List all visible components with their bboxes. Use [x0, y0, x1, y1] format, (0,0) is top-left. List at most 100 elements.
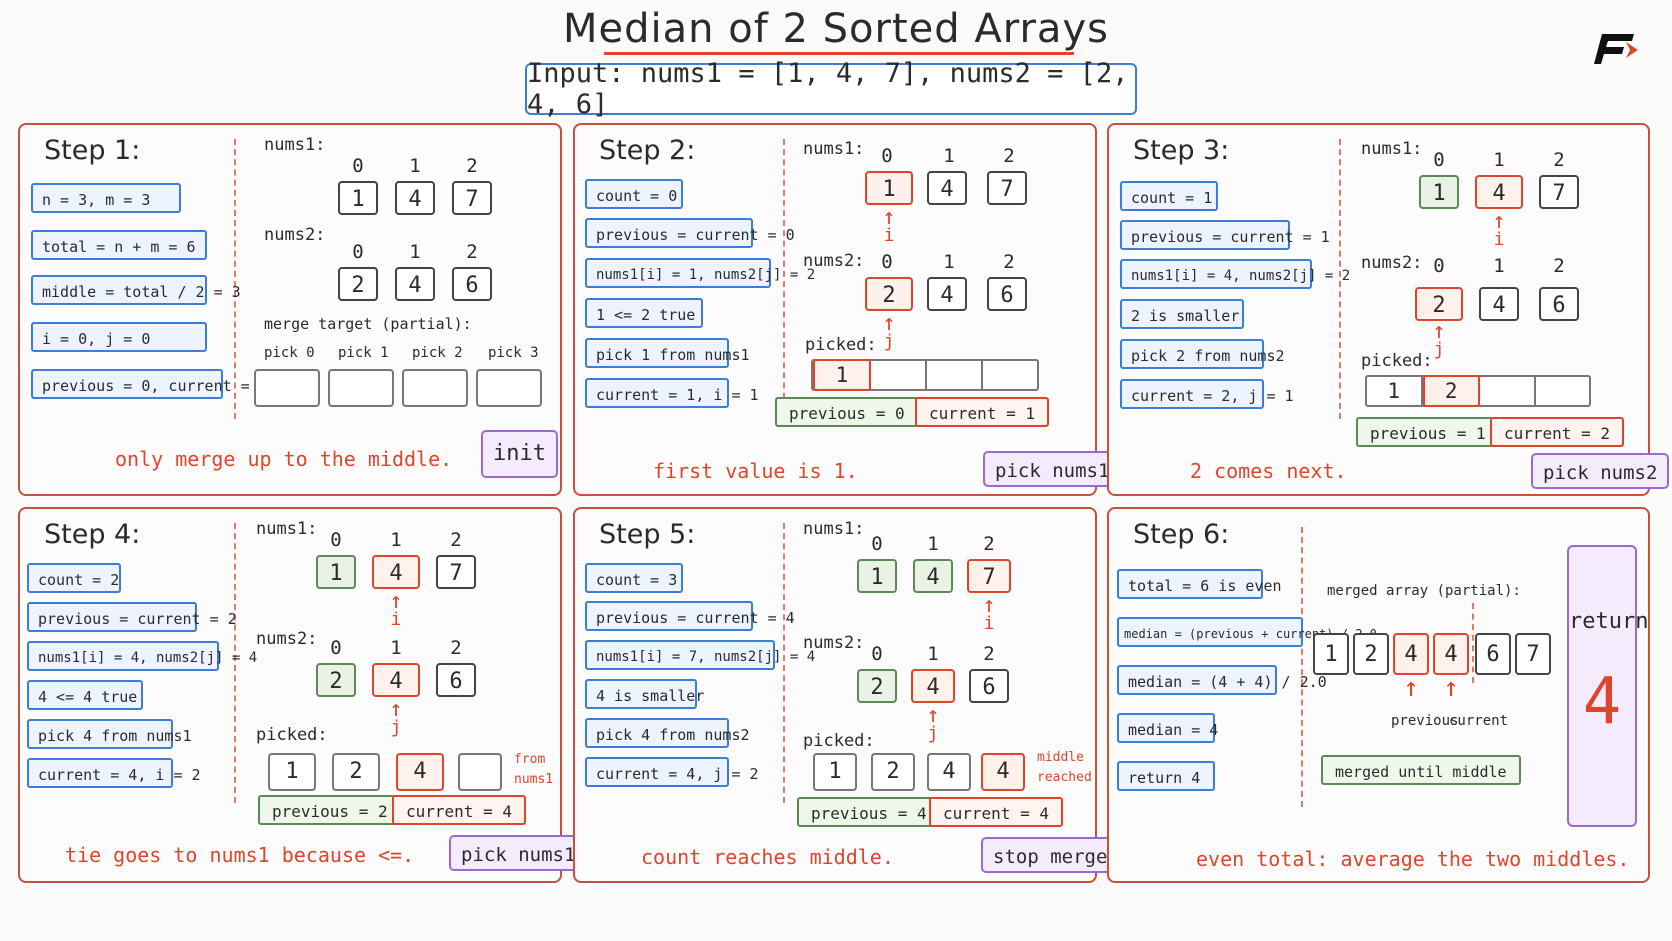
index-label: 2: [983, 643, 995, 665]
index-label: 0: [1433, 149, 1445, 171]
merge-target-label: merge target (partial):: [264, 315, 472, 333]
picked-cell: [927, 361, 983, 389]
picked-cell: [983, 361, 1037, 389]
up-arrow-icon: ↑: [389, 589, 403, 614]
return-label: return: [1569, 609, 1649, 634]
up-arrow-icon: ↑: [882, 311, 896, 336]
nums2-cell: 2: [857, 669, 897, 703]
step6-title: Step 6:: [1133, 519, 1230, 550]
step4-divider: [234, 523, 236, 803]
input-box: Input: nums1 = [1, 4, 7], nums2 = [2, 4,…: [525, 58, 1137, 120]
return-value: 4: [1582, 665, 1622, 739]
step4-title: Step 4:: [44, 519, 141, 550]
side-note: reached: [1037, 770, 1092, 785]
nums2-cell: 6: [436, 663, 476, 697]
merged-array-label: merged array (partial):: [1327, 583, 1521, 599]
index-label: 2: [450, 529, 462, 551]
pointer-j-label: j: [1433, 339, 1445, 360]
step1-chip: n = 3, m = 3: [31, 183, 181, 213]
pointer-j-label: j: [927, 723, 939, 744]
picked-label: picked:: [803, 731, 875, 751]
picked-cell: [871, 361, 927, 389]
merge-slot: [402, 369, 468, 407]
up-arrow-icon: ↑: [926, 703, 940, 728]
picked-cell: [1536, 377, 1590, 405]
step4-chip: pick 4 from nums1: [27, 719, 192, 749]
step4-chip: previous = current = 2: [27, 602, 237, 632]
index-label: 1: [390, 637, 402, 659]
step2-action-tag: pick nums1: [983, 451, 1122, 487]
picked-label: picked:: [805, 335, 877, 355]
step1-divider: [234, 139, 236, 419]
page-title: Median of 2 Sorted Arrays: [563, 6, 1109, 52]
step5-action-tag: stop merge: [981, 837, 1120, 873]
current-tag: current = 4: [929, 797, 1063, 827]
nums2-label: nums2:: [803, 251, 865, 271]
index-label: 0: [330, 529, 342, 551]
up-arrow-icon: ↑: [1443, 673, 1459, 703]
index-label: 2: [1003, 251, 1015, 273]
picked-cell: 2: [332, 753, 380, 791]
nums2-cell: 4: [911, 669, 955, 703]
step3-chip: nums1[i] = 4, nums2[j] = 2: [1120, 259, 1350, 289]
index-label: 0: [330, 637, 342, 659]
step2-divider: [783, 139, 785, 419]
picked-cell: 1: [813, 359, 871, 391]
picked-cell: [1480, 377, 1536, 405]
pointer-i-label: i: [1493, 229, 1505, 250]
step2-chip: previous = current = 0: [585, 218, 795, 248]
step3-chip: previous = current = 1: [1120, 220, 1330, 250]
previous-tag: previous = 4: [797, 797, 941, 827]
picked-cell: [458, 753, 502, 791]
nums1-label: nums1:: [264, 135, 326, 155]
step5-panel: Step 5: count = 3 previous = current = 4…: [573, 507, 1120, 883]
picked-cell: 2: [1422, 375, 1480, 407]
step1-panel: Step 1: n = 3, m = 3 total = n + m = 6 m…: [18, 123, 562, 496]
side-note: nums1: [514, 772, 554, 787]
index-label: 2: [466, 241, 478, 263]
picked-cell: 4: [396, 753, 444, 791]
nums1-cell: 7: [436, 555, 476, 589]
nums1-cell: 1: [865, 171, 913, 205]
nums2-cell: 2: [865, 277, 913, 311]
up-arrow-icon: ↑: [389, 697, 403, 722]
nums2-cell: 4: [395, 267, 435, 301]
index-label: 2: [466, 155, 478, 177]
nums1-label: nums1:: [256, 519, 318, 539]
index-label: 1: [927, 643, 939, 665]
step2-chip: pick 1 from nums1: [585, 338, 750, 368]
step2-chip: 1 <= 2 true: [585, 298, 703, 328]
nums2-cell: 2: [1415, 287, 1463, 321]
step6-panel: Step 6: total = 6 is even median = (prev…: [1107, 507, 1650, 883]
merge-slot: [476, 369, 542, 407]
current-tag: current = 4: [392, 795, 526, 825]
current-tag: current = 2: [1490, 417, 1624, 447]
index-label: 2: [983, 533, 995, 555]
nums1-cell: 1: [857, 559, 897, 593]
index-label: 1: [1493, 255, 1505, 277]
pick-label: pick 3: [488, 345, 539, 361]
nums1-cell: 7: [967, 559, 1011, 593]
step3-chip: current = 2, j = 1: [1120, 379, 1294, 409]
nums1-cell: 1: [338, 181, 378, 215]
step3-title: Step 3:: [1133, 135, 1230, 166]
nums2-cell: 6: [969, 669, 1009, 703]
merged-cell: 7: [1515, 633, 1551, 675]
merge-slot: [254, 369, 320, 407]
up-arrow-icon: ↑: [1432, 319, 1446, 344]
index-label: 2: [1003, 145, 1015, 167]
merged-cell: 6: [1475, 633, 1511, 675]
nums2-cell: 4: [927, 277, 967, 311]
nums2-cell: 2: [338, 267, 378, 301]
index-label: 2: [1553, 255, 1565, 277]
previous-pointer-label: previous: [1391, 713, 1459, 729]
step3-action-tag: pick nums2: [1531, 453, 1670, 489]
nums1-cell: 7: [452, 181, 492, 215]
nums1-label: nums1:: [803, 519, 865, 539]
index-label: 0: [871, 643, 883, 665]
index-label: 1: [1493, 149, 1505, 171]
step5-note: count reaches middle.: [641, 845, 894, 869]
step5-chip: nums1[i] = 7, nums2[j] = 4: [585, 640, 815, 670]
nums1-cell: 4: [927, 171, 967, 205]
step1-action-tag: init: [481, 430, 558, 478]
